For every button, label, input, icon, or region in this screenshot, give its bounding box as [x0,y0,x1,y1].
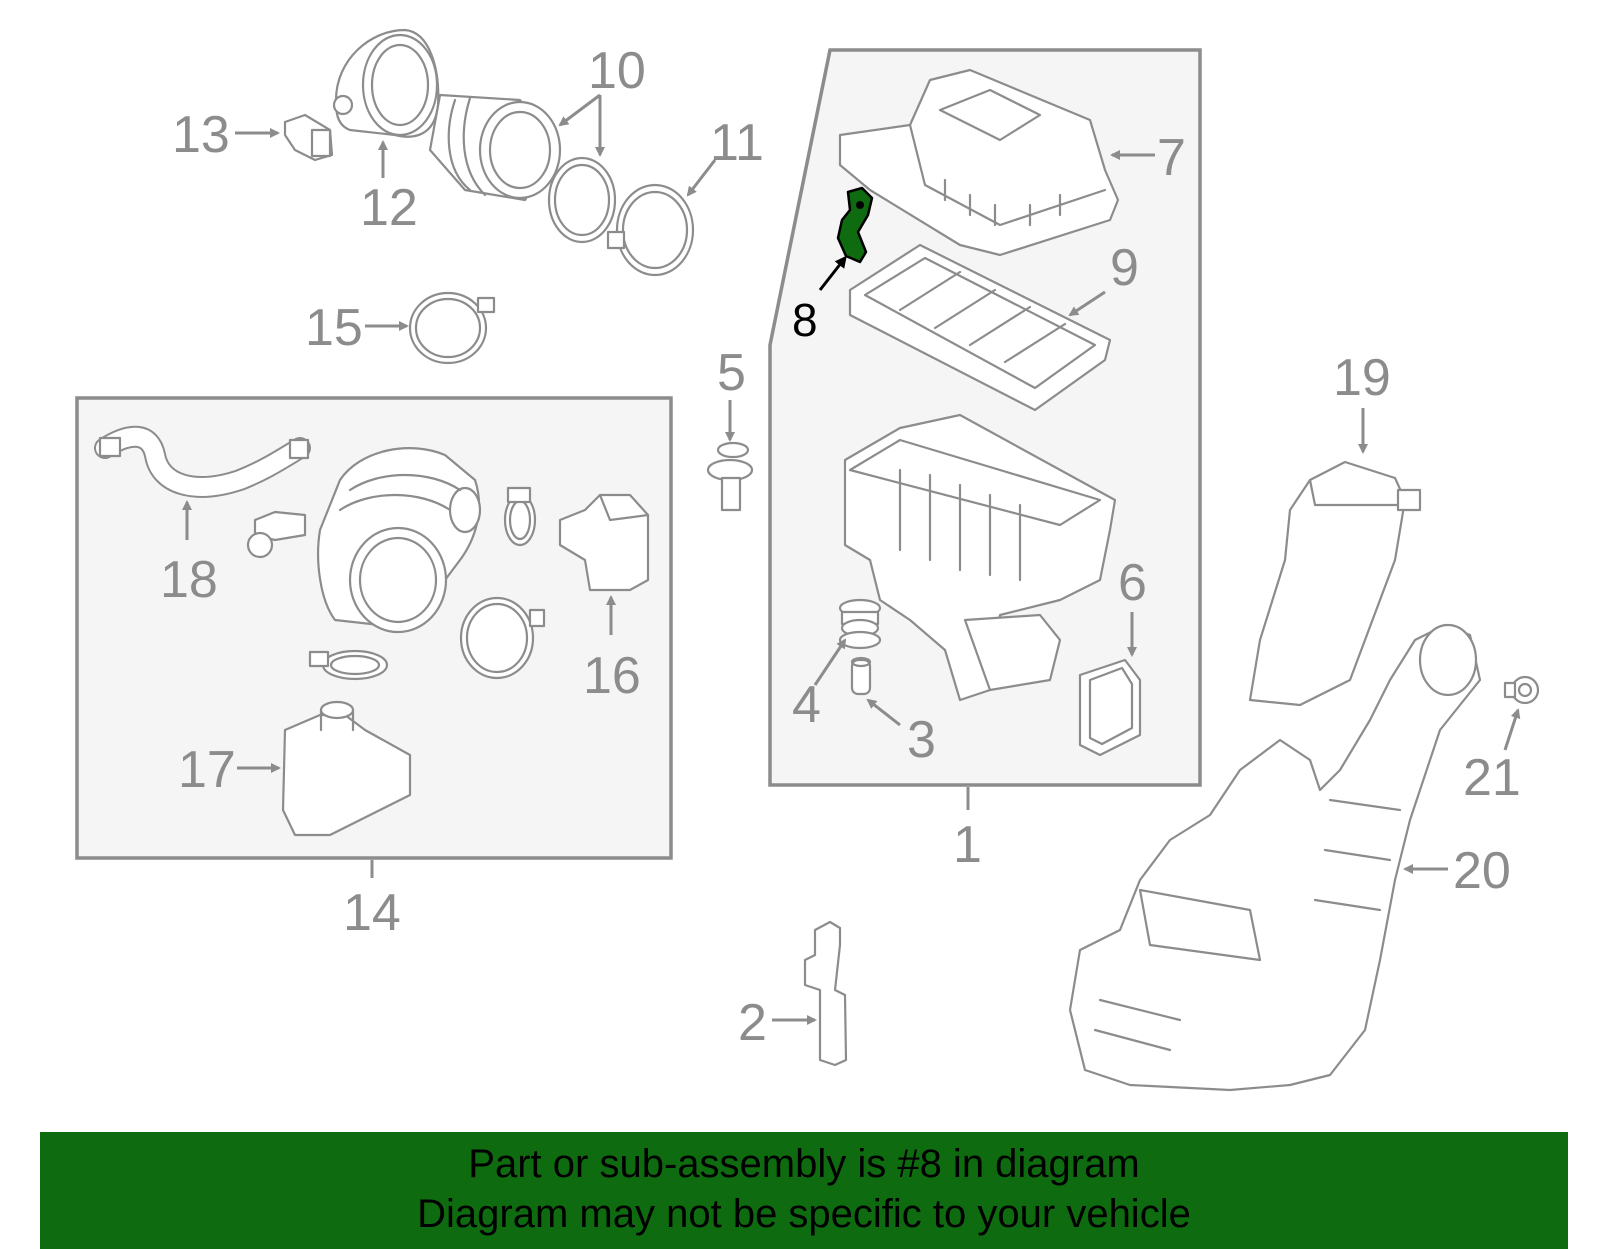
part-9-filter [848,243,1112,412]
part-16-resonator [558,493,650,592]
part-10-maf-body [428,93,562,202]
banner-line-2: Diagram may not be specific to your vehi… [417,1192,1191,1236]
info-banner: Part or sub-assembly is #8 in diagram Di… [40,1132,1568,1249]
callout-16: 16 [583,647,641,705]
callout-15: 15 [305,299,363,357]
callout-17: 17 [178,741,236,799]
part-3-sleeve [850,656,872,696]
callout-7: 7 [1157,129,1186,187]
callout-13: 13 [172,106,230,164]
part-6-seal [1078,658,1142,757]
part-15-clamp [408,291,496,365]
part-14-intake-body [317,447,482,634]
callout-11: 11 [710,114,764,172]
callout-21: 21 [1463,749,1521,807]
callout-1: 1 [953,816,982,874]
part-14-clamp-ring [459,596,546,680]
part-21-clip [1503,675,1540,705]
callout-9: 9 [1110,239,1139,297]
part-20-intake-duct [1068,623,1482,1092]
callout-5: 5 [717,344,746,402]
part-7-cover [838,68,1120,257]
callout-18: 18 [160,551,218,609]
part-18-elbow [246,510,307,559]
callout-20: 20 [1453,842,1511,900]
callout-3: 3 [907,711,936,769]
leader-9 [1068,290,1106,317]
part-12-adapter [332,28,440,138]
callout-8[interactable]: 8 [792,294,818,346]
leader-3 [866,698,901,727]
leader-11 [686,159,717,197]
part-17-resonator-box [281,700,412,837]
callout-19: 19 [1333,349,1391,407]
banner-line-1: Part or sub-assembly is #8 in diagram [468,1142,1140,1186]
part-10-oring [547,156,617,244]
part-14-clamp-small [503,486,537,547]
callout-10: 10 [588,42,646,100]
part-4-grommet [838,598,882,650]
part-14-hose-clamp [308,649,389,681]
leader-10a [558,93,601,127]
callout-12: 12 [360,179,418,237]
leader-4 [813,638,847,686]
part-19-duct [1248,460,1422,707]
callout-14: 14 [343,884,401,942]
part-8-bracket [836,186,874,264]
callout-6: 6 [1118,554,1147,612]
part-11-clamp [606,183,695,277]
assembly-1-box [768,48,1202,787]
leader-21 [1503,708,1521,751]
part-1-lower-housing [843,413,1117,702]
part-5-push-pin [706,441,754,512]
part-13-sensor [283,113,334,162]
part-2-bracket [803,920,848,1067]
callout-4: 4 [792,676,821,734]
part-18-hose [94,425,311,498]
leader-8[interactable] [818,255,847,291]
callout-2: 2 [738,994,767,1052]
